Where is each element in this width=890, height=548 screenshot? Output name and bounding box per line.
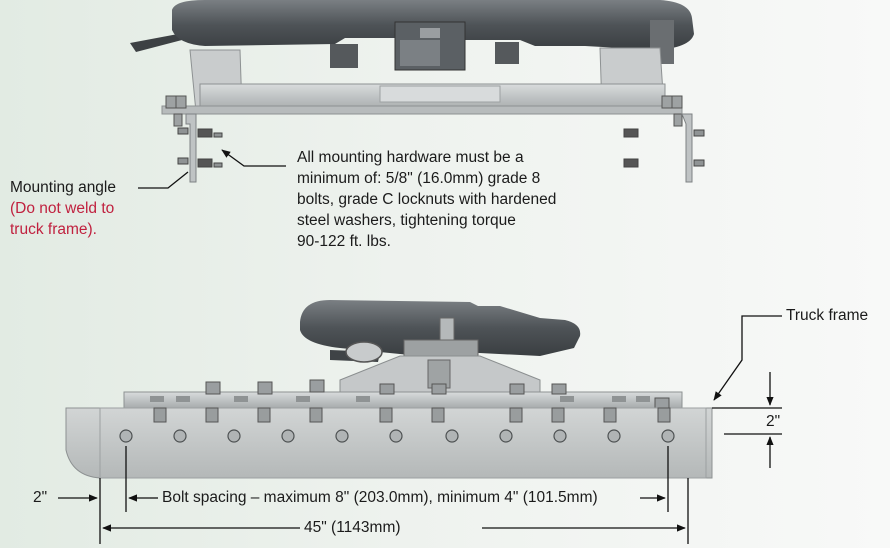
hardware-line-1: All mounting hardware must be a xyxy=(297,149,524,166)
bolt-spacing-dimension: Bolt spacing – maximum 8" (203.0mm), min… xyxy=(162,489,598,506)
hardware-requirements: All mounting hardware must be a minimum … xyxy=(297,147,556,252)
frame-height-dimension: 2" xyxy=(766,413,781,430)
mounting-angle-label: Mounting angle xyxy=(10,179,116,196)
callout-leaders-top xyxy=(138,149,286,189)
truck-frame-label: Truck frame xyxy=(786,307,869,324)
end-offset-dimension: 2" xyxy=(33,489,48,506)
warning-line-1: (Do not weld to xyxy=(10,200,115,217)
warning-line-2: truck frame). xyxy=(10,221,97,238)
overall-length-dimension: 45" (1143mm) xyxy=(304,519,401,536)
hardware-line-3: bolts, grade C locknuts with hardened xyxy=(297,191,557,208)
hitch-side-view xyxy=(65,300,713,479)
hardware-line-4: steel washers, tightening torque xyxy=(297,212,516,229)
hardware-line-2: minimum of: 5/8" (16.0mm) grade 8 xyxy=(297,170,541,187)
hitch-front-view xyxy=(130,0,705,183)
dimension-lines xyxy=(58,315,782,544)
hardware-line-5: 90-122 ft. lbs. xyxy=(297,233,391,250)
no-weld-warning: (Do not weld to truck frame). xyxy=(10,198,114,240)
